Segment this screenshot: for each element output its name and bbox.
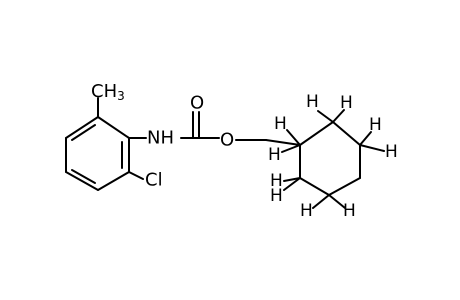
ring-bond [332,121,361,146]
nh-label: NH [147,128,174,149]
ch-bond [359,131,372,146]
hydrogen-label: H [369,115,382,135]
benzene-ring [65,116,130,191]
hydrogen-label: H [385,142,398,162]
ch-bond [317,110,334,123]
ring-bond [328,177,361,196]
cyclohexane-ring [265,121,361,196]
ch-bond [328,194,346,209]
ch-bond [332,109,345,123]
ring-bond [97,116,130,139]
ch-bond [286,129,301,146]
ring-bond [97,171,130,191]
ch-bond [283,177,301,191]
ch-bond [359,144,385,152]
carbonyl-oxygen-label: O [190,93,204,114]
ch-bond [281,144,301,153]
hydrogen-label: H [270,186,283,206]
ring-bond [65,171,99,191]
hydrogen-bonds [281,109,385,209]
ring-bond [265,139,301,146]
ring-bond [65,116,99,139]
chloro-label: Cl [145,170,163,191]
hydrogen-label: H [274,114,287,134]
ring-double-bond [71,169,96,184]
hydrogen-label: H [343,201,356,221]
hydrogen-label: H [270,171,283,191]
hydrogen-label: H [300,201,313,221]
ring-double-bond [71,124,96,141]
ester-oxygen-label: O [220,130,234,151]
hydrogen-label: H [268,145,281,165]
hydrogen-label: H [340,93,353,113]
ch-bond [283,177,301,182]
ring-bond [299,177,330,196]
chloro-bond [128,171,144,180]
hydrogen-label: H [306,92,319,112]
ring-bond [299,121,334,146]
ch-bond [312,194,330,209]
methyl-label: CH3 [91,81,125,104]
